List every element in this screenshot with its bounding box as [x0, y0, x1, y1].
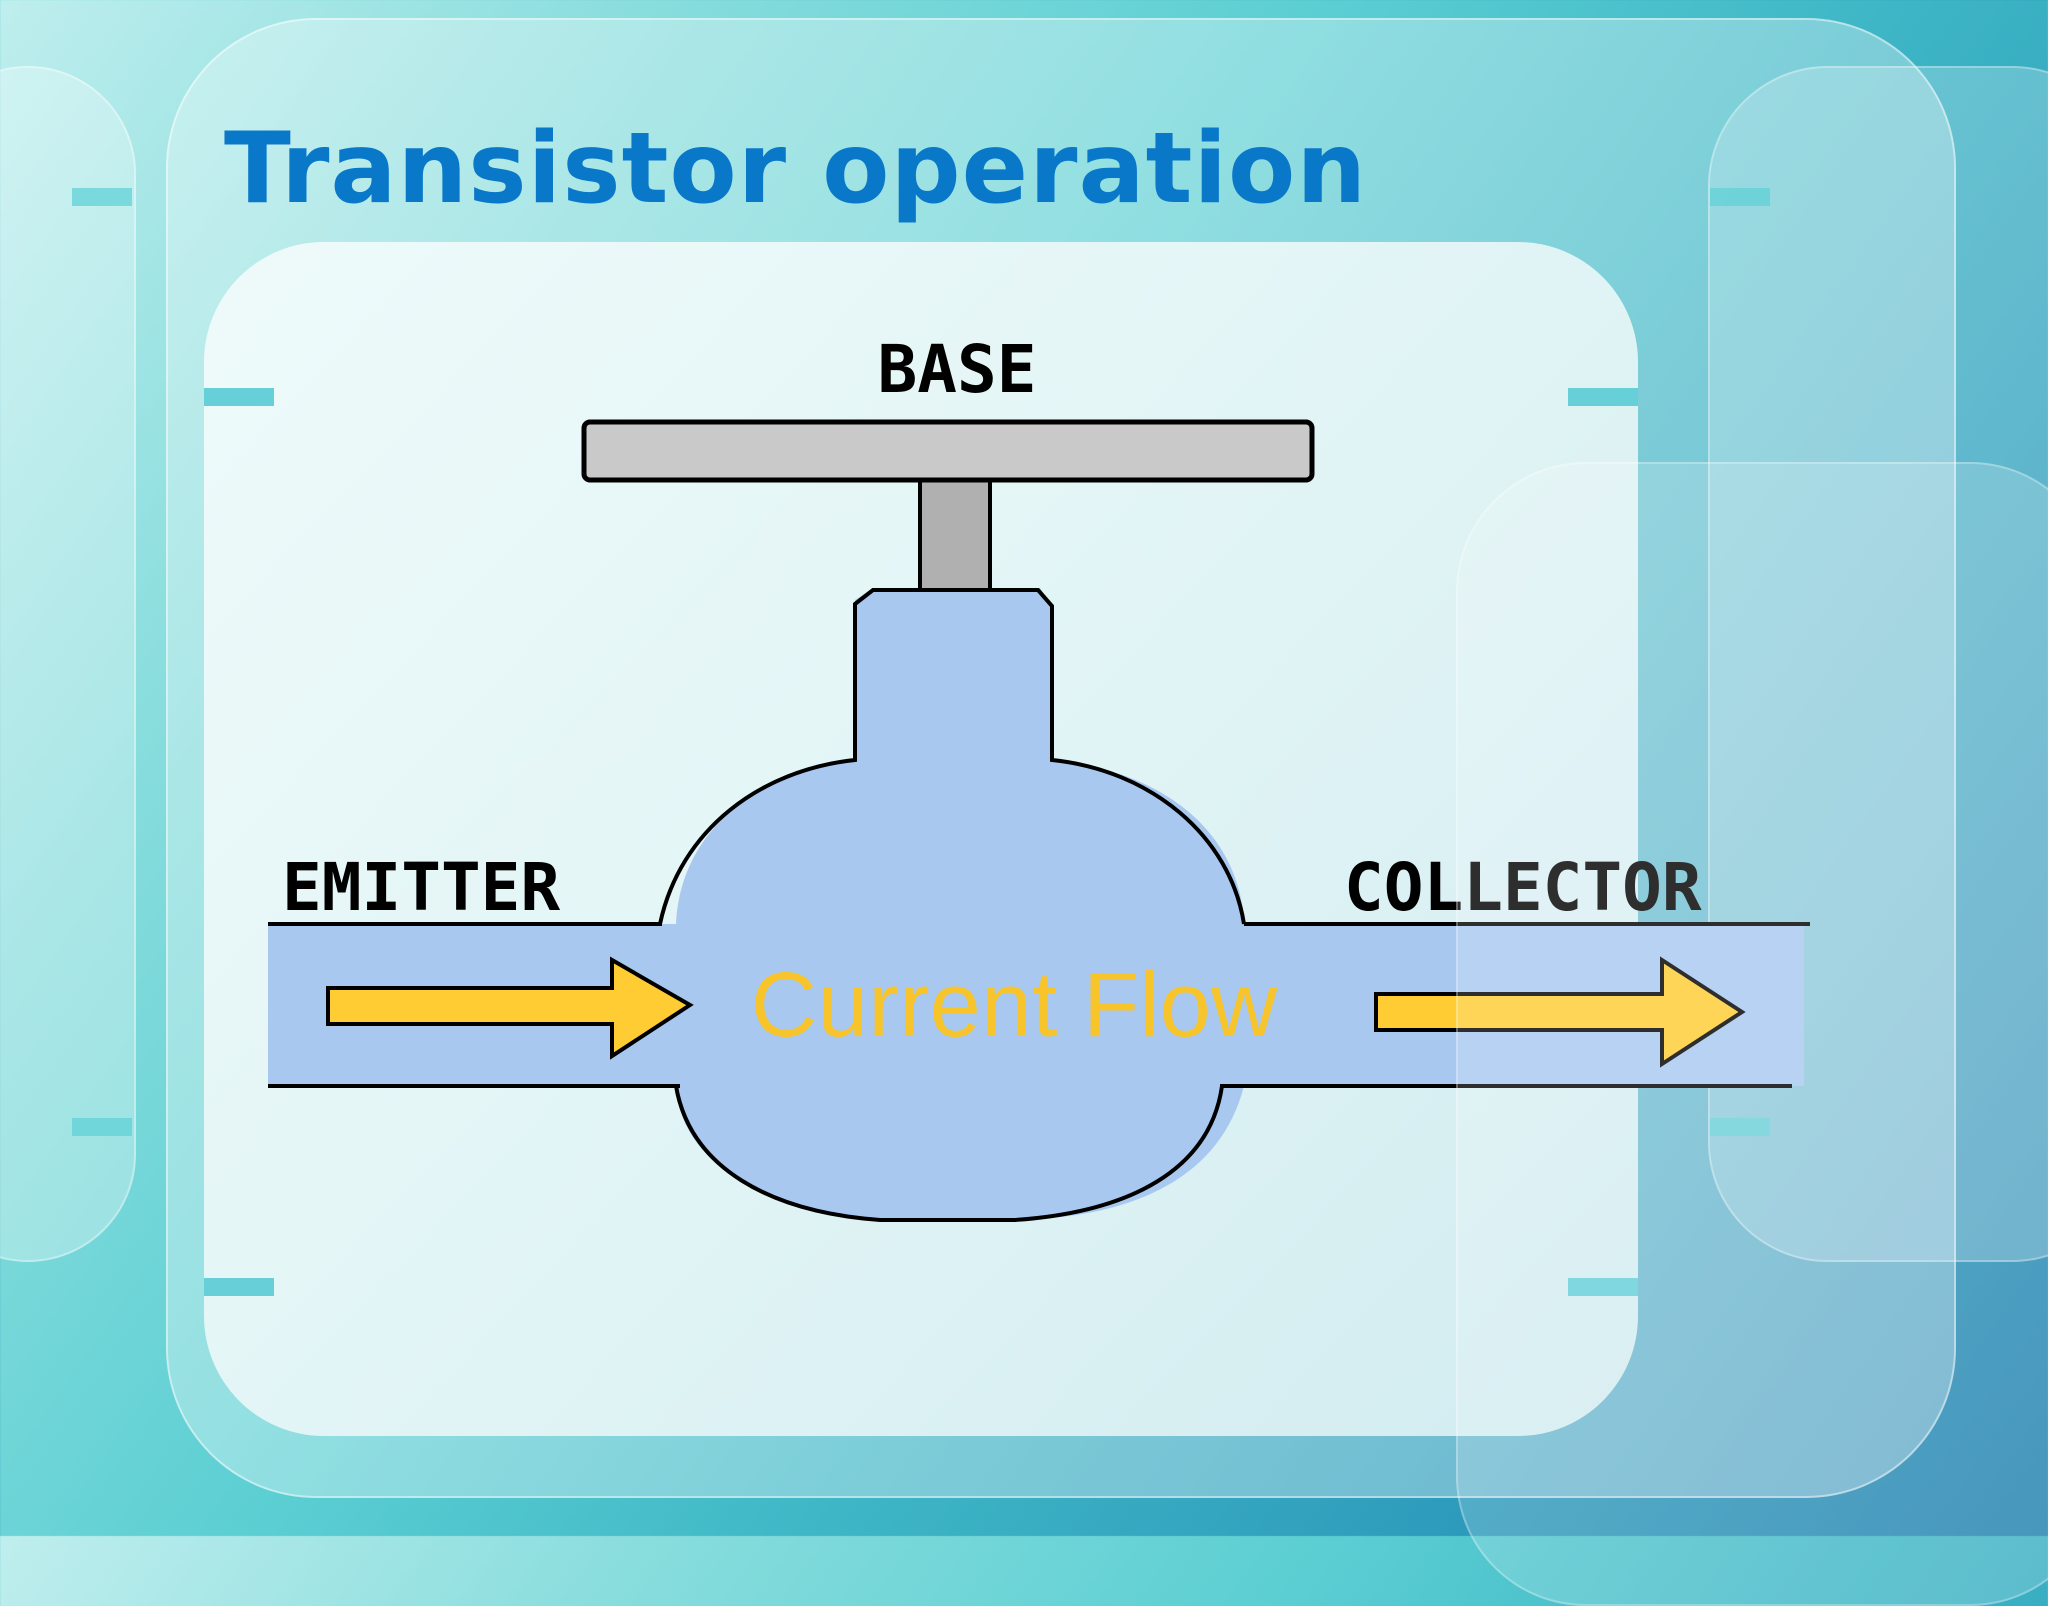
decor-tick	[1710, 188, 1770, 206]
decor-tick	[72, 1118, 132, 1136]
decor-tick	[204, 388, 274, 406]
decor-tick	[1568, 388, 1638, 406]
emitter-label: EMITTER	[282, 849, 560, 926]
valve-bulb	[676, 588, 1244, 1220]
valve-bulb-outline-bottom	[674, 1085, 1224, 1222]
decor-tick	[1710, 1118, 1770, 1136]
decor-tick	[72, 188, 132, 206]
collector-label: COLLECTOR	[1344, 849, 1702, 926]
base-label: BASE	[878, 331, 1037, 408]
slide-title: Transistor operation	[224, 112, 1368, 226]
background-panel-left	[0, 66, 136, 1262]
background-panel-front	[1456, 462, 2048, 1606]
decor-tick	[1568, 1278, 1638, 1296]
arrow-out-icon	[1374, 956, 1746, 1068]
valve-stem	[918, 478, 992, 592]
transistor-valve-diagram: BASE EMITTER COLLECTOR Current Flow	[268, 331, 1810, 1222]
valve-handle	[581, 419, 1315, 483]
arrow-in-icon	[326, 956, 694, 1060]
decor-tick	[204, 1278, 274, 1296]
current-flow-label: Current Flow	[751, 954, 1278, 1056]
